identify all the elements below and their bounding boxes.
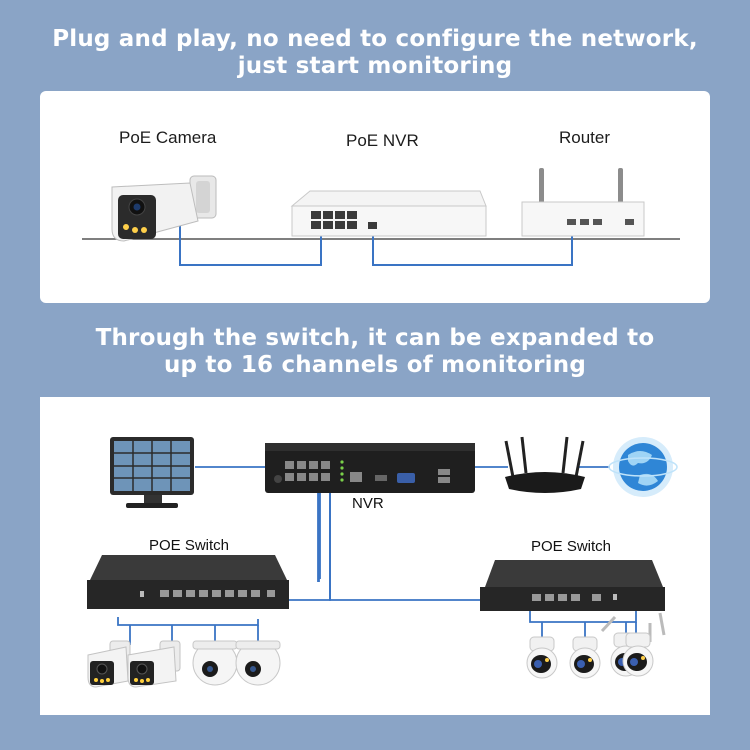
- left-switch-label: POE Switch: [149, 537, 230, 554]
- headline-top-line2: just start monitoring: [237, 53, 513, 79]
- monitor-icon: [110, 437, 194, 508]
- headline-middle: Through the switch, it can be expanded t…: [0, 325, 750, 379]
- headline-top: Plug and play, no need to configure the …: [0, 26, 750, 80]
- direct-connection-diagram: [82, 168, 680, 266]
- ptz-camera-icon: [526, 636, 558, 679]
- bullet-camera-icon: [127, 640, 181, 688]
- direct-connection-panel: PoE Camera PoE NVR Router: [40, 91, 710, 303]
- headline-middle-line1: Through the switch, it can be expanded t…: [95, 325, 655, 351]
- poe-switch-icon: [480, 560, 665, 611]
- camera-label: PoE Camera: [119, 128, 217, 147]
- nvr-router-cable: [372, 222, 573, 266]
- globe-icon: [608, 437, 678, 497]
- nvr-label: PoE NVR: [346, 131, 419, 150]
- ptz-camera-icon: [622, 612, 666, 677]
- dome-camera-icon: [192, 640, 238, 686]
- dome-camera-icon: [235, 640, 281, 686]
- router-label: Router: [559, 128, 611, 147]
- right-switch-label: POE Switch: [531, 538, 612, 555]
- camera-nvr-cable: [179, 221, 322, 266]
- router-icon: [521, 168, 645, 237]
- headline-top-line1: Plug and play, no need to configure the …: [52, 26, 698, 52]
- ptz-camera-icon: [569, 636, 601, 679]
- bullet-camera-icon: [87, 640, 131, 688]
- switch-expansion-panel: NVR POE Switch POE Switch: [40, 397, 710, 715]
- poe-switch-icon: [87, 555, 289, 609]
- switch-expansion-diagram: [87, 436, 678, 688]
- wifi-router-icon: [504, 436, 585, 493]
- headline-middle-line2: up to 16 channels of monitoring: [163, 352, 587, 378]
- bullet-camera-icon: [111, 175, 217, 242]
- nvr-device-icon: [290, 190, 487, 237]
- nvr-device-icon: [265, 443, 475, 493]
- bottom-nvr-label: NVR: [352, 495, 384, 512]
